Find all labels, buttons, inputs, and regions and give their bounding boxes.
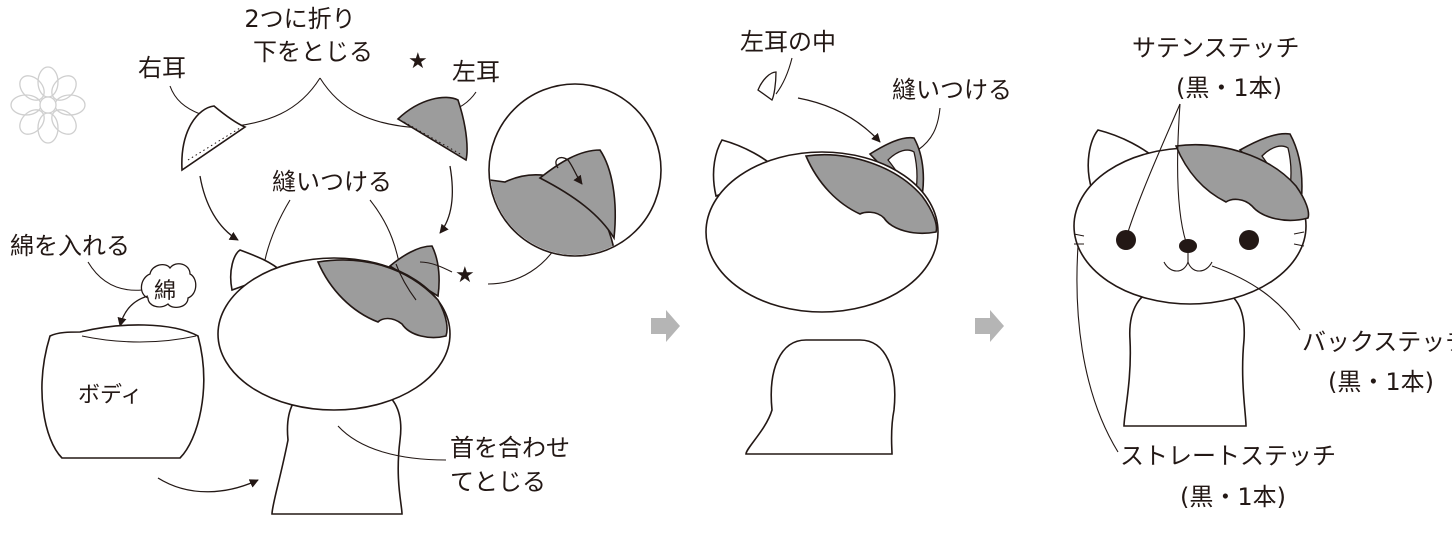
fold-label-line2: 下をとじる <box>253 38 373 66</box>
head-patch <box>316 259 448 339</box>
cotton-cloud-icon: 綿 <box>140 263 197 309</box>
step-arrow-1 <box>651 310 680 342</box>
sew-on-label: 縫いつける <box>272 168 392 196</box>
neck-label-line1: 首を合わせ <box>450 434 570 462</box>
right-ear-piece <box>181 105 247 172</box>
cat-body-3 <box>1123 289 1247 427</box>
right-ear-label: 右耳 <box>138 54 186 82</box>
body-piece: ボディ <box>41 324 205 459</box>
right-eye <box>1239 230 1259 250</box>
body-label: ボディ <box>78 383 142 408</box>
left-ear-piece <box>396 96 468 162</box>
cat-body-2 <box>745 339 896 455</box>
star-mark-detail: ★ <box>455 263 475 288</box>
satin-stitch-label: サテンステッチ <box>1132 34 1300 62</box>
left-ear <box>388 245 440 298</box>
step-2-sew-inner-ear: 左耳の中 縫いつける <box>705 28 1012 455</box>
inner-left-ear-label: 左耳の中 <box>740 28 836 56</box>
sew-on-label-2: 縫いつける <box>892 76 1012 104</box>
satin-stitch-thread: (黒・1本) <box>1176 74 1282 102</box>
cotton-label: 綿 <box>154 279 176 304</box>
neck-label-line2: てとじる <box>450 468 546 496</box>
head-patch-3 <box>1174 143 1310 222</box>
step-1-attach-ears-and-body: 2つに折り 下をとじる ★ 右耳 左耳 縫いつける 綿を入れる <box>10 5 662 515</box>
straight-stitch-label: ストレートステッチ <box>1120 442 1336 470</box>
left-ear-label: 左耳 <box>452 58 500 86</box>
stuff-cotton-label: 綿を入れる <box>10 232 130 260</box>
star-mark-top: ★ <box>408 49 428 74</box>
nose <box>1179 239 1197 253</box>
fold-label-line1: 2つに折り <box>244 5 355 33</box>
back-stitch-thread: (黒・1本) <box>1328 368 1434 396</box>
straight-stitch-thread: (黒・1本) <box>1180 483 1286 511</box>
step-arrow-2 <box>975 310 1004 342</box>
right-ear <box>229 249 284 292</box>
flower-icon <box>10 66 86 144</box>
left-eye <box>1116 230 1136 250</box>
head-patch-2 <box>804 153 938 234</box>
ear-detail-zoom <box>488 83 662 257</box>
back-stitch-label: バックステッチ <box>1302 328 1452 356</box>
step-3-embroider-face: サテンステッチ (黒・1本) バックステッチ (黒・1本) ストレートステッチ … <box>1073 34 1452 511</box>
